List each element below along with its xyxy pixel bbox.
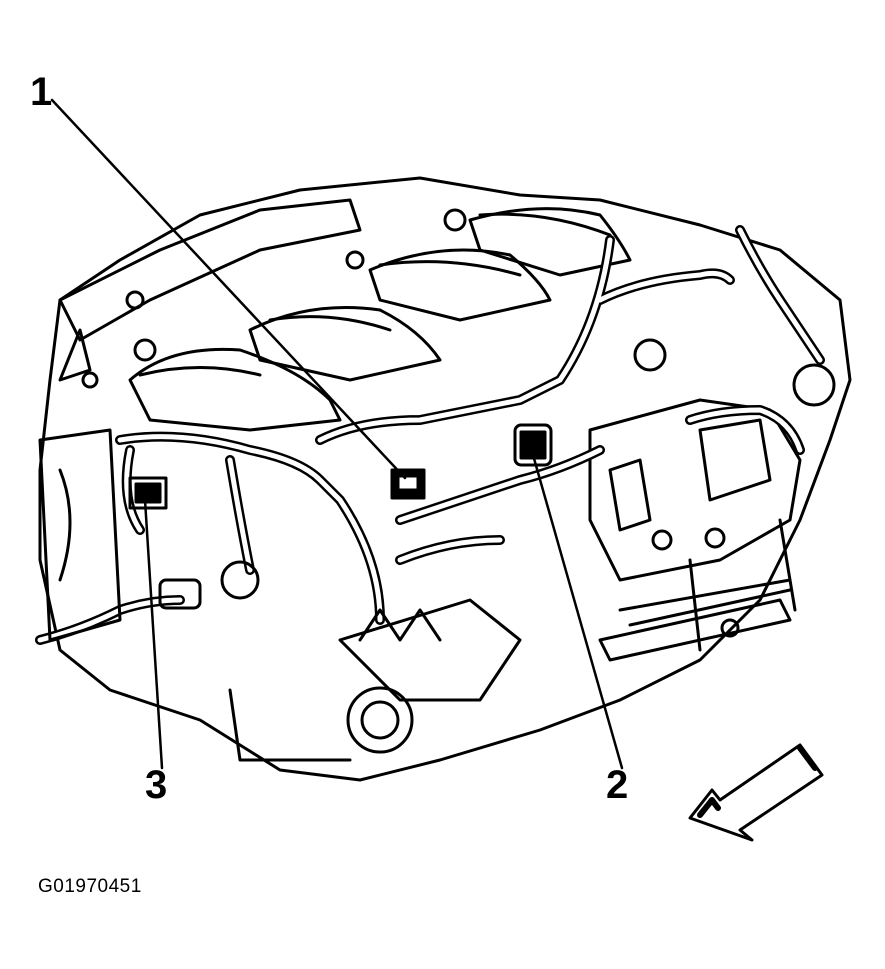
sensor-connector-3 <box>128 476 168 510</box>
sensor-connector-2 <box>513 423 553 467</box>
leader-line-1 <box>50 98 407 480</box>
leader-lines <box>50 98 624 770</box>
sensor-connector-1 <box>390 468 426 500</box>
callout-number-3: 3 <box>145 763 168 807</box>
intake-manifold <box>128 207 632 432</box>
callout-number-2: 2 <box>606 763 629 807</box>
engine-block <box>38 176 852 782</box>
right-bank <box>588 398 802 652</box>
leader-line-2 <box>531 453 624 770</box>
valve-cover-left <box>58 198 467 389</box>
wiring-harness-inner <box>37 227 823 643</box>
front-pulleys <box>38 338 836 754</box>
callout-number-1: 1 <box>30 70 53 114</box>
leader-line-3 <box>143 498 164 770</box>
figure-code: G01970451 <box>38 876 142 897</box>
front-arrow-icon <box>688 743 824 842</box>
